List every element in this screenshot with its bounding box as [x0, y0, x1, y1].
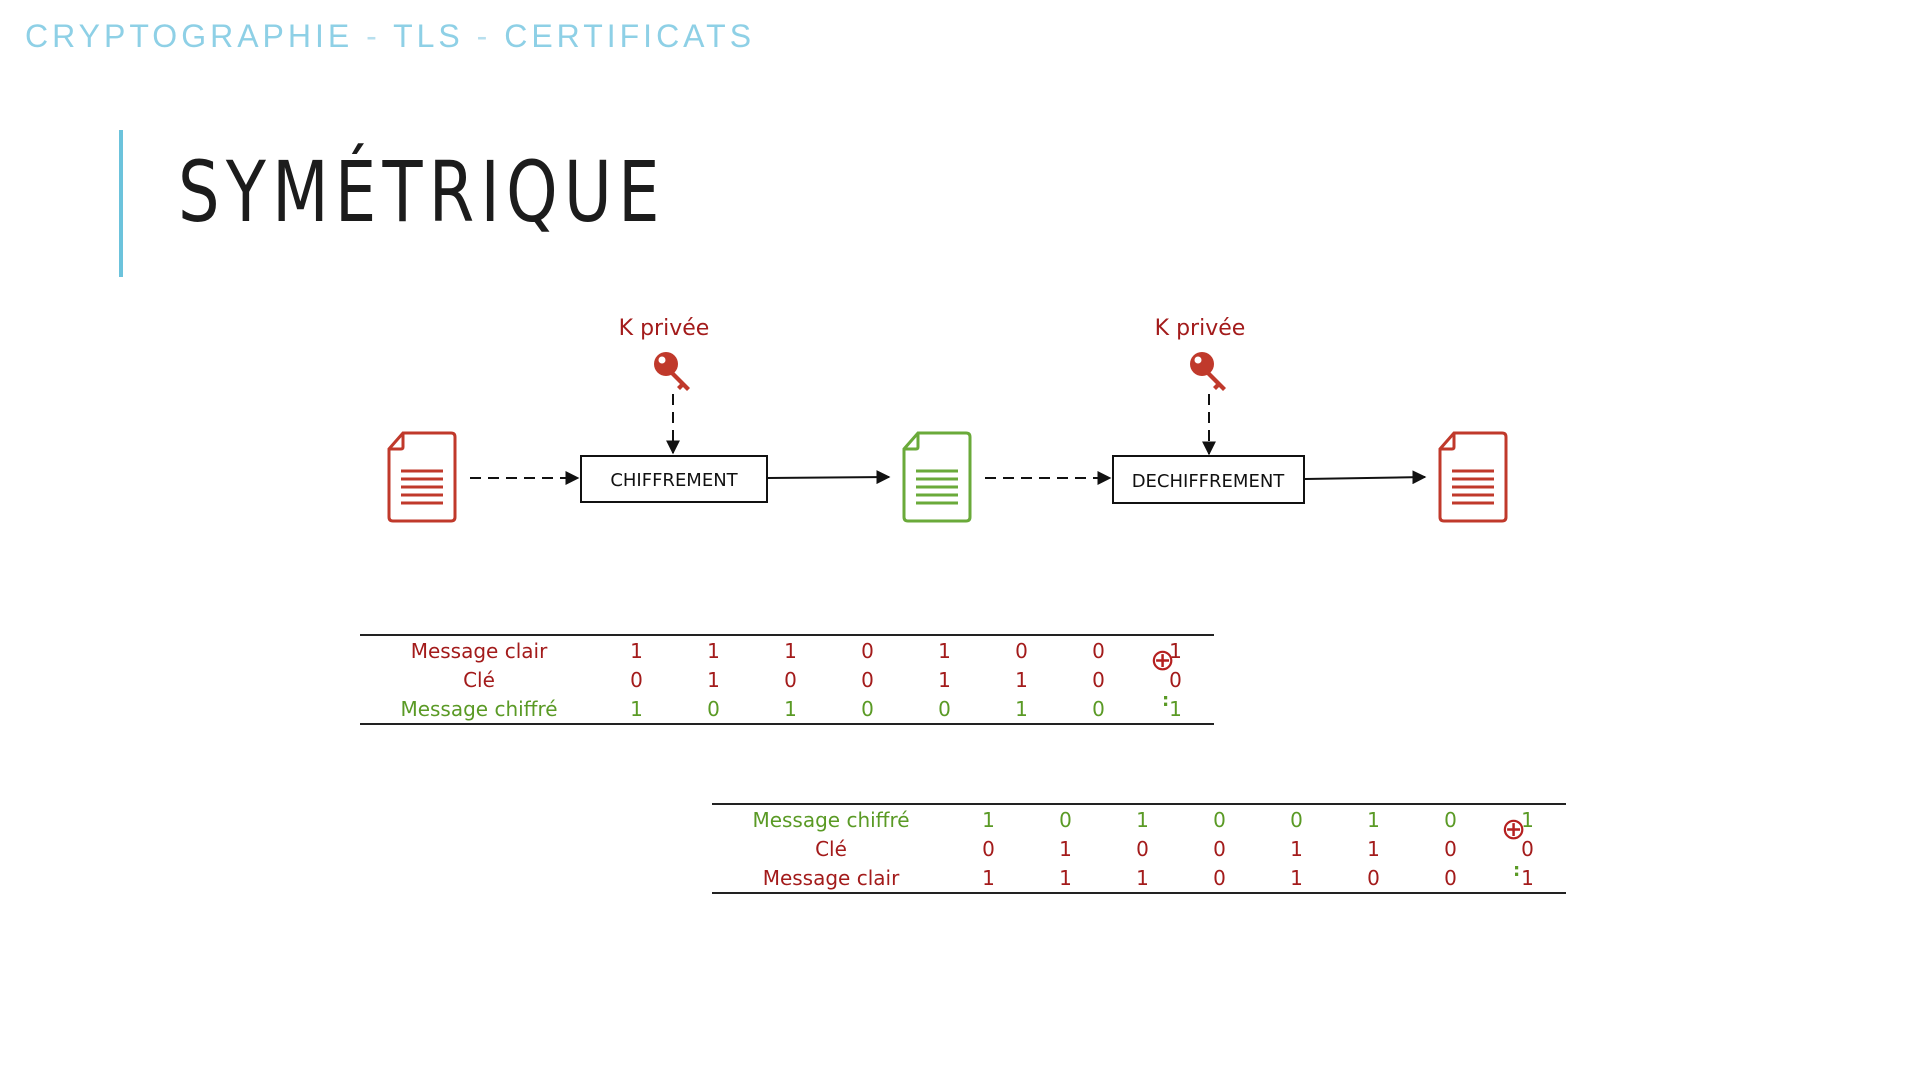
- bit-cell: 0: [861, 667, 874, 692]
- bit-cell: 0: [1213, 836, 1226, 861]
- key-label-encrypt: K privée: [619, 316, 710, 341]
- arrow-encrypt-to-cipher: [767, 470, 891, 485]
- bit-cell: 0: [707, 696, 720, 721]
- xor-operator-icon: ⊕: [1150, 643, 1176, 678]
- row-label: Message chiffré: [400, 696, 558, 721]
- plaintext-document-icon: [387, 431, 457, 523]
- equals-colon: :: [1162, 690, 1170, 711]
- page-title: SYMÉTRIQUE: [178, 143, 666, 241]
- row-label: Clé: [463, 667, 495, 692]
- bit-cell: 1: [707, 638, 720, 663]
- encrypt-box-label: CHIFFREMENT: [610, 470, 738, 491]
- bit-cell: 1: [938, 667, 951, 692]
- bit-cell: 1: [938, 638, 951, 663]
- bit-cell: 1: [630, 696, 643, 721]
- bit-cell: 0: [1059, 807, 1072, 832]
- table-row: Message clair 1 1 1 0 1 0 0 1: [712, 863, 1566, 893]
- bit-cell: 1: [1521, 865, 1534, 890]
- table-row: Clé 0 1 0 0 1 1 0 0: [360, 665, 1214, 694]
- bit-cell: 1: [1015, 696, 1028, 721]
- bit-cell: 1: [1136, 807, 1149, 832]
- header-separator: -: [476, 18, 492, 54]
- bit-cell: 0: [1521, 836, 1534, 861]
- row-label: Message chiffré: [752, 807, 910, 832]
- bit-cell: 1: [784, 696, 797, 721]
- header-part-certificats: CERTIFICATS: [504, 18, 756, 54]
- row-label: Clé: [815, 836, 847, 861]
- bit-cell: 0: [861, 696, 874, 721]
- bit-cell: 0: [1169, 667, 1182, 692]
- header-separator: -: [366, 18, 381, 54]
- bit-cell: 1: [1136, 865, 1149, 890]
- title-accent-bar: [119, 130, 123, 277]
- key-icon-encrypt: [654, 352, 690, 391]
- ciphertext-document-icon: [902, 431, 972, 523]
- bit-cell: 0: [982, 836, 995, 861]
- decrypt-box-label: DECHIFFREMENT: [1132, 471, 1286, 492]
- bit-cell: 0: [861, 638, 874, 663]
- table-row: Message chiffré 1 0 1 0 0 1 0 1: [712, 804, 1566, 834]
- bit-cell: 0: [1136, 836, 1149, 861]
- bit-cell: 0: [1444, 865, 1457, 890]
- bit-cell: 1: [1290, 836, 1303, 861]
- key-icon-decrypt: [1190, 352, 1226, 391]
- bit-cell: 0: [1213, 807, 1226, 832]
- arrow-decrypt-to-plain: [1304, 470, 1427, 485]
- row-label: Message clair: [762, 865, 900, 890]
- bit-cell: 0: [1213, 865, 1226, 890]
- bit-cell: 1: [784, 638, 797, 663]
- key-label-decrypt: K privée: [1155, 316, 1246, 341]
- bit-cell: 1: [1015, 667, 1028, 692]
- bit-cell: 1: [1059, 836, 1072, 861]
- bit-cell: 0: [938, 696, 951, 721]
- bit-cell: 1: [982, 807, 995, 832]
- table-row: Message chiffré 1 0 1 0 0 1 0 1: [360, 694, 1214, 724]
- section-header: CRYPTOGRAPHIE - TLS - CERTIFICATS: [25, 18, 755, 55]
- decrypted-document-icon: [1438, 431, 1508, 523]
- bit-cell: 1: [1521, 807, 1534, 832]
- bit-cell: 1: [1169, 638, 1182, 663]
- bit-cell: 1: [1367, 807, 1380, 832]
- bit-cell: 0: [1444, 807, 1457, 832]
- bit-cell: 0: [1092, 696, 1105, 721]
- bit-cell: 1: [707, 667, 720, 692]
- bit-cell: 1: [1290, 865, 1303, 890]
- bit-cell: 0: [1015, 638, 1028, 663]
- encrypt-box: [580, 455, 768, 503]
- bit-cell: 0: [1092, 667, 1105, 692]
- decrypt-box: [1112, 455, 1305, 504]
- bit-cell: 0: [1290, 807, 1303, 832]
- table-row: Clé 0 1 0 0 1 1 0 0: [712, 834, 1566, 863]
- equals-colon: :: [1513, 860, 1521, 881]
- bit-cell: 0: [1444, 836, 1457, 861]
- header-part-tls: TLS: [393, 18, 464, 54]
- bit-cell: 0: [630, 667, 643, 692]
- bit-cell: 0: [784, 667, 797, 692]
- row-label: Message clair: [410, 638, 548, 663]
- bit-cell: 1: [630, 638, 643, 663]
- bit-cell: 1: [1367, 836, 1380, 861]
- bit-cell: 0: [1367, 865, 1380, 890]
- bit-cell: 0: [1092, 638, 1105, 663]
- header-part-cryptographie: CRYPTOGRAPHIE: [25, 18, 354, 54]
- bit-cell: 1: [1169, 696, 1182, 721]
- bit-cell: 1: [982, 865, 995, 890]
- xor-operator-icon: ⊕: [1501, 812, 1527, 847]
- table-row: Message clair 1 1 1 0 1 0 0 1: [360, 635, 1214, 665]
- bit-cell: 1: [1059, 865, 1072, 890]
